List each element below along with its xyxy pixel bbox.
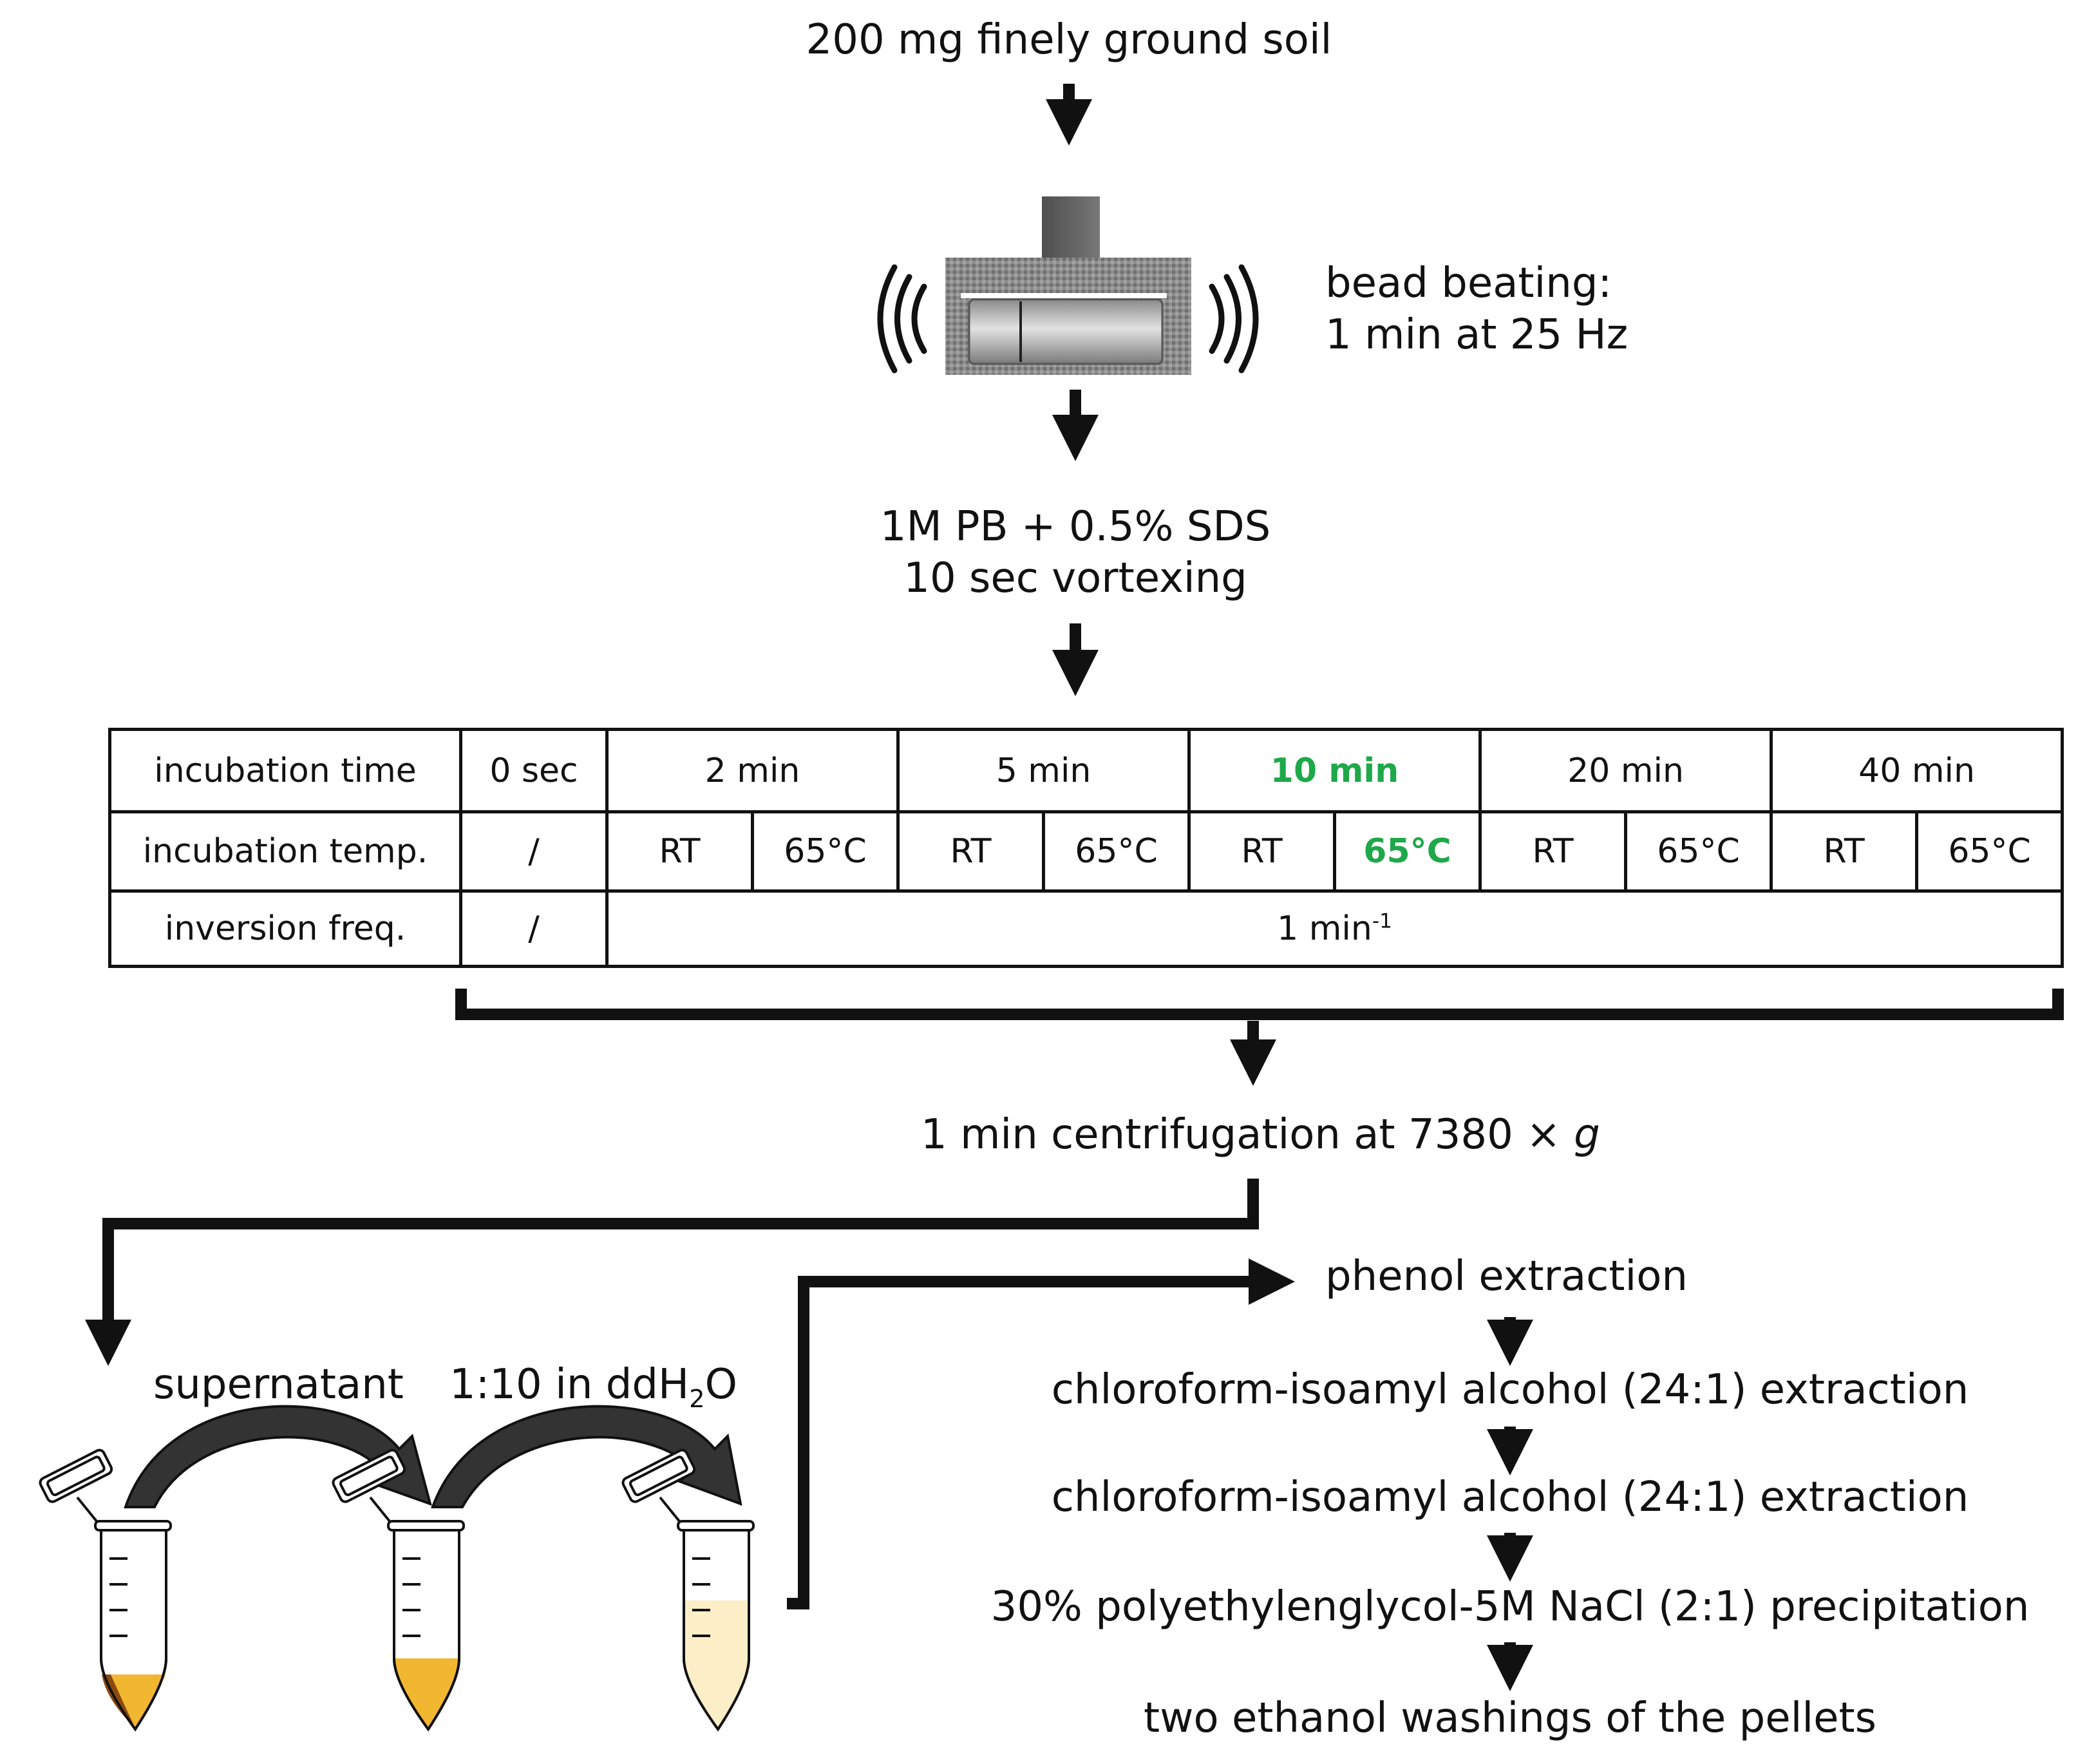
buffer-line1: 1M PB + 0.5% SDS bbox=[880, 503, 1271, 551]
temp-40min-65: 65°C bbox=[1915, 810, 2064, 893]
tube-dilution-1 bbox=[332, 1448, 465, 1732]
inversion-none: / bbox=[459, 889, 609, 968]
bead-beating-line2: 1 min at 25 Hz bbox=[1325, 311, 1629, 359]
purify-step-chloroform-1: chloroform-isoamyl alcohol (24:1) extrac… bbox=[1051, 1366, 1969, 1414]
row-label-temp: incubation temp. bbox=[108, 810, 462, 893]
vibration-right-icon bbox=[1209, 264, 1259, 374]
time-10min-highlighted: 10 min bbox=[1187, 728, 1482, 813]
arrow-centrifuge-to-tubes bbox=[85, 1179, 1259, 1366]
temp-2min-65: 65°C bbox=[750, 810, 900, 893]
temp-10min-rt: RT bbox=[1187, 810, 1337, 893]
bead-beating-line1: bead beating: bbox=[1325, 260, 1612, 307]
temp-none: / bbox=[459, 810, 609, 893]
step-bead-beating: bead beating: 1 min at 25 Hz bbox=[1325, 258, 1628, 361]
step-start: 200 mg finely ground soil bbox=[806, 16, 1332, 64]
step-buffer: 1M PB + 0.5% SDS 10 sec vortexing bbox=[786, 501, 1365, 604]
purify-step-phenol: phenol extraction bbox=[1325, 1253, 1688, 1300]
purify-step-ethanol-wash: two ethanol washings of the pellets bbox=[1144, 1694, 1876, 1742]
temp-2min-rt: RT bbox=[605, 810, 754, 893]
tube-supernatant bbox=[39, 1448, 172, 1732]
tube-dilution-2 bbox=[621, 1448, 755, 1732]
time-5min: 5 min bbox=[896, 728, 1191, 813]
inversion-value: 1 min-1 bbox=[605, 889, 2064, 968]
time-0sec: 0 sec bbox=[459, 728, 609, 813]
transfer-arrow-1 bbox=[124, 1405, 432, 1508]
row-label-time: incubation time bbox=[108, 728, 462, 813]
table-bracket bbox=[455, 989, 2064, 1020]
dilution-suffix: O bbox=[704, 1361, 737, 1408]
row-inversion-freq: inversion freq. / 1 min-1 bbox=[108, 889, 2064, 968]
label-dilution: 1:10 in ddH2O bbox=[449, 1359, 737, 1415]
time-20min: 20 min bbox=[1478, 728, 1773, 813]
dilution-subscript: 2 bbox=[689, 1384, 705, 1414]
temp-5min-65: 65°C bbox=[1042, 810, 1191, 893]
row-incubation-temp: incubation temp. / RT 65°C RT 65°C RT 65… bbox=[108, 810, 2064, 893]
arrow-tube-to-phenol bbox=[787, 1258, 1295, 1609]
centrifugation-g: g bbox=[1574, 1111, 1600, 1159]
dilution-text: 1:10 in ddH bbox=[449, 1361, 690, 1408]
temp-20min-rt: RT bbox=[1478, 810, 1628, 893]
temp-10min-65-highlighted: 65°C bbox=[1333, 810, 1482, 893]
row-incubation-time: incubation time 0 sec 2 min 5 min 10 min… bbox=[108, 728, 2064, 813]
incubation-table: incubation time 0 sec 2 min 5 min 10 min… bbox=[108, 728, 2064, 968]
temp-20min-65: 65°C bbox=[1624, 810, 1773, 893]
centrifugation-text: 1 min centrifugation at 7380 × bbox=[921, 1111, 1574, 1159]
temp-40min-rt: RT bbox=[1770, 810, 1919, 893]
transfer-arrow-2 bbox=[431, 1405, 742, 1508]
inversion-value-base: 1 min bbox=[1277, 909, 1372, 948]
purify-step-chloroform-2: chloroform-isoamyl alcohol (24:1) extrac… bbox=[1051, 1474, 1969, 1521]
inversion-value-exponent: -1 bbox=[1372, 909, 1392, 933]
time-2min: 2 min bbox=[605, 728, 900, 813]
bead-beater-icon bbox=[945, 196, 1191, 375]
temp-5min-rt: RT bbox=[896, 810, 1046, 893]
row-label-inversion: inversion freq. bbox=[108, 889, 462, 968]
buffer-line2: 10 sec vortexing bbox=[903, 555, 1247, 602]
label-supernatant: supernatant bbox=[153, 1361, 404, 1408]
step-centrifugation: 1 min centrifugation at 7380 × g bbox=[921, 1109, 1600, 1161]
purify-step-peg-precipitation: 30% polyethylenglycol-5M NaCl (2:1) prec… bbox=[990, 1583, 2030, 1631]
vibration-left-icon bbox=[877, 264, 927, 374]
time-40min: 40 min bbox=[1770, 728, 2064, 813]
